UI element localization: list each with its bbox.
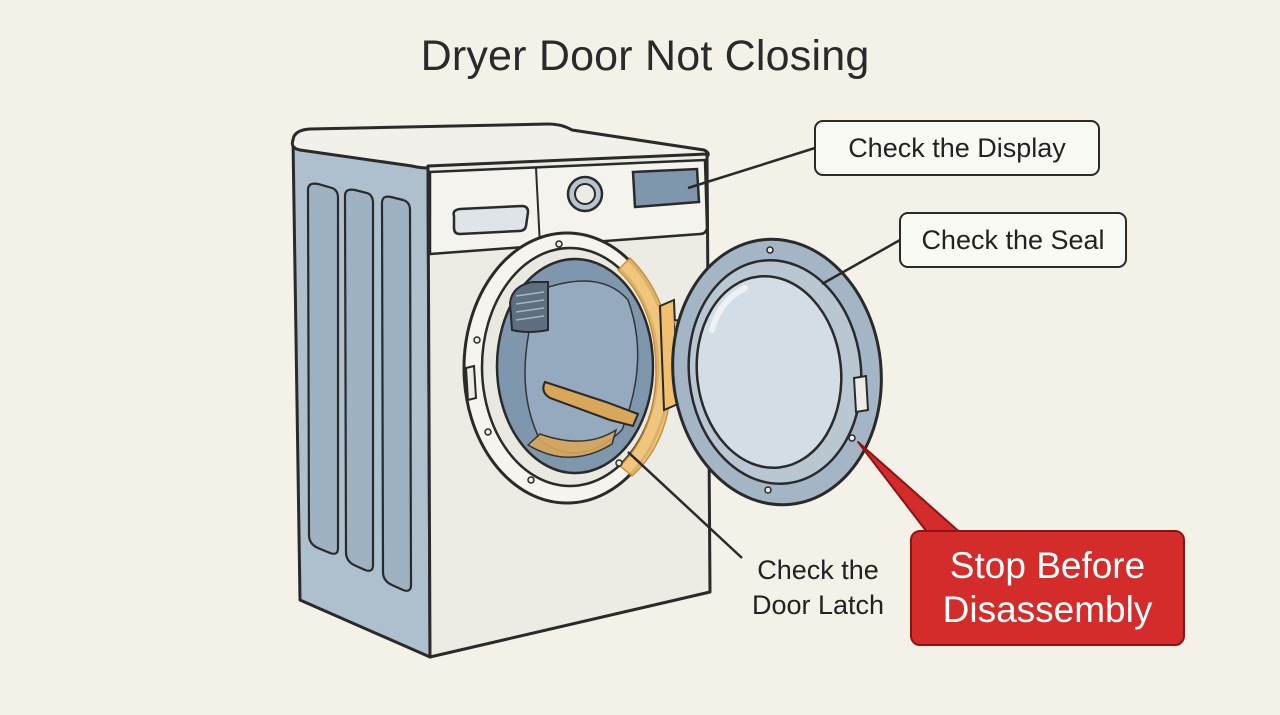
callout-latch-line-2: Door Latch: [751, 590, 885, 620]
door-screw: [764, 486, 772, 494]
lint-filter-mesh: [515, 291, 545, 321]
leader-line-latch: [627, 451, 743, 559]
warning-line-1: Stop Before: [949, 545, 1146, 586]
door-glass-reflection: [709, 285, 748, 333]
callout-check-seal: Check the Seal: [899, 212, 1127, 268]
side-ridge-3: [380, 195, 413, 592]
ring-screw: [527, 476, 535, 484]
warning-line-2: Disassembly: [942, 589, 1153, 630]
leader-line-seal: [821, 238, 901, 286]
door-strike: [464, 364, 478, 402]
door-handle: [852, 374, 870, 414]
control-knob-inner: [574, 183, 596, 205]
door-glass: [695, 274, 843, 470]
display-screen: [631, 167, 701, 209]
lint-filter: [508, 281, 549, 333]
side-ridge-1: [306, 182, 340, 555]
control-panel-divider: [535, 167, 541, 247]
callout-check-door-latch: Check the Door Latch: [736, 553, 900, 623]
side-ridge-2: [343, 188, 375, 572]
ring-screw: [484, 428, 492, 436]
warning-stop-before-disassembly: Stop Before Disassembly: [910, 530, 1185, 646]
callout-check-display-text: Check the Display: [848, 132, 1066, 163]
diagram-title: Dryer Door Not Closing: [420, 32, 870, 80]
callout-check-seal-text: Check the Seal: [921, 224, 1105, 255]
callout-check-display: Check the Display: [814, 120, 1100, 176]
leader-line-display: [687, 146, 816, 190]
callout-latch-line-1: Check the: [757, 555, 879, 585]
warning-pointer: [857, 441, 965, 537]
drum-baffle: [542, 380, 640, 428]
ring-screw: [555, 240, 563, 248]
ring-screw: [615, 459, 623, 467]
detergent-handle: [452, 204, 530, 236]
ring-screw: [473, 336, 481, 344]
drum-lip-gasket: [526, 428, 618, 458]
door-screw: [766, 246, 774, 254]
door-screw: [848, 434, 856, 442]
